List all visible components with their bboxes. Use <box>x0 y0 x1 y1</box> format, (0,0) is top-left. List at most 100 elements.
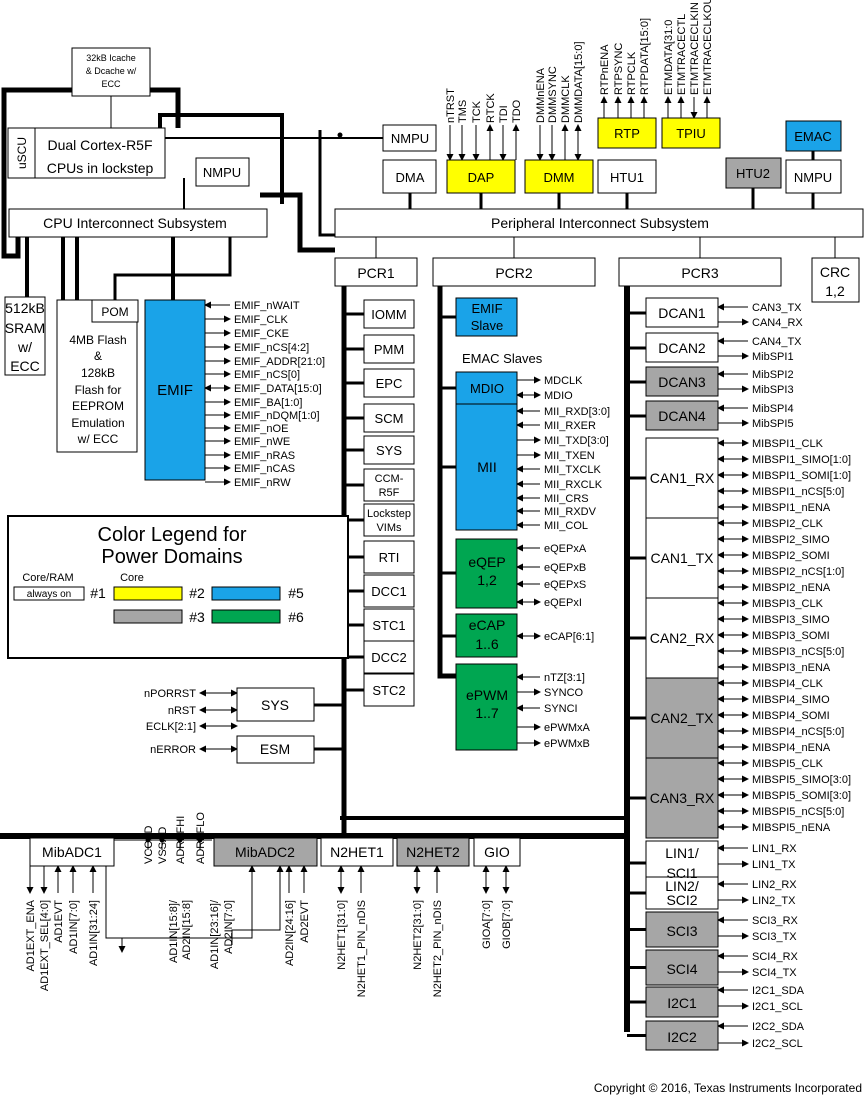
cpu-interconnect-box <box>8 208 268 238</box>
label-i2c1: I2C1 <box>667 995 697 1011</box>
eqep-box <box>455 538 518 609</box>
mibspi-box <box>645 517 719 599</box>
label-nporrst: nPORRST <box>144 688 196 700</box>
label-emif-nwait: EMIF_nWAIT <box>234 300 300 312</box>
label-mibspi1-simo-1-0: MIBSPI1_SIMO[1:0] <box>752 454 851 466</box>
label-emif-nwe: EMIF_nWE <box>234 436 290 448</box>
bus-periph <box>260 192 335 253</box>
label-adreflo: ADREFLO <box>195 812 207 864</box>
label-vccad: VCCAD <box>143 825 155 864</box>
label-512kb: 512kB <box>5 300 45 316</box>
label-ad2in-7-0: AD2IN[7:0] <box>223 900 235 954</box>
label-esm: ESM <box>260 741 290 757</box>
label-sys: SYS <box>376 443 402 458</box>
label-iomm: IOMM <box>371 307 406 322</box>
label-mibspi4: MibSPI4 <box>752 403 794 415</box>
label-mibspi3-nena: MIBSPI3_nENA <box>752 662 831 674</box>
label-dcan2: DCAN2 <box>658 340 706 356</box>
label-dmmdata-15-0: DMMDATA[15:0] <box>573 42 585 124</box>
label-can1-rx: CAN1_RX <box>650 470 715 486</box>
pcr1-item-box <box>363 403 415 433</box>
label-emif-noe: EMIF_nOE <box>234 423 288 435</box>
pcr2-box <box>432 257 596 287</box>
label-nmpu: NMPU <box>391 131 429 146</box>
label-ecap-6-1: eCAP[6:1] <box>544 631 594 643</box>
nmpu-dma-box <box>382 124 437 152</box>
label-mdio: MDIO <box>470 381 504 396</box>
label-dap: DAP <box>468 170 495 185</box>
label-mibspi1-nena: MIBSPI1_nENA <box>752 502 831 514</box>
label-emif-data-15-0: EMIF_DATA[15:0] <box>234 383 322 395</box>
label-core: Core <box>120 572 144 584</box>
ad-shared <box>122 865 256 939</box>
label-item: & <box>94 349 102 363</box>
label-tpiu: TPIU <box>676 126 706 141</box>
label-128kb: 128kB <box>81 366 115 380</box>
label-ntz-3-1: nTZ[3:1] <box>544 672 585 684</box>
label-dcan3: DCAN3 <box>658 374 706 390</box>
label-mibspi4-clk: MIBSPI4_CLK <box>752 678 824 690</box>
label-sci3-tx: SCI3_TX <box>752 931 797 943</box>
label-nerror: nERROR <box>150 744 196 756</box>
label-can1-tx: CAN1_TX <box>650 550 714 566</box>
label-emif-ncs-4-2: EMIF_nCS[4:2] <box>234 342 309 354</box>
label-pcr2: PCR2 <box>495 265 533 281</box>
label-dmmsync: DMMSYNC <box>547 66 559 123</box>
label-dma: DMA <box>396 170 425 185</box>
pcr2-bus <box>437 286 456 679</box>
label-mibspi2-nena: MIBSPI2_nENA <box>752 582 831 594</box>
label-ad1ext-sel-4-0: AD1EXT_SEL[4:0] <box>39 900 51 991</box>
emif-slave-box <box>455 297 518 337</box>
label-vssad: VSSAD <box>157 827 169 864</box>
label-emif: EMIF <box>471 301 502 316</box>
label-emac-slaves: EMAC Slaves <box>462 351 543 366</box>
label-etmtraceclkout: ETMTRACECLKOUT <box>702 0 714 95</box>
label-eeprom: EEPROM <box>72 399 124 413</box>
label-mibspi5: MibSPI5 <box>752 418 794 430</box>
pcr1-item-box <box>363 368 415 398</box>
mibspi-box <box>645 757 719 839</box>
pcr1-box <box>334 257 418 287</box>
label-emulation: Emulation <box>71 416 124 430</box>
label-gioa-7-0: GIOA[7:0] <box>481 900 493 949</box>
label-ntrst: nTRST <box>445 88 457 123</box>
label-tck: TCK <box>471 100 483 123</box>
label-ad2in-15-8: AD2IN[15:8] <box>181 900 193 960</box>
label-dcc2: DCC2 <box>371 650 406 665</box>
bus-junction <box>337 132 343 138</box>
legend-green-box <box>211 609 281 624</box>
label-mibspi3: MibSPI3 <box>752 384 794 396</box>
label-5: #5 <box>288 585 304 601</box>
serial-module-box <box>645 876 719 910</box>
label-lin1: LIN1/ <box>665 845 699 861</box>
label-rtp: RTP <box>614 126 640 141</box>
label-flash-for: Flash for <box>75 383 122 397</box>
dma-box <box>382 159 437 194</box>
label-sci1: SCI1 <box>666 865 697 881</box>
label-synci: SYNCI <box>544 703 578 715</box>
label-ad1in-23-16: AD1IN[23:16]/ <box>209 899 221 969</box>
label-mii-txd-3-0: MII_TXD[3:0] <box>544 435 609 447</box>
label-ad2in-24-16: AD2IN[24:16] <box>284 900 296 966</box>
label-1-2: 1,2 <box>477 572 497 588</box>
label-r5f: R5F <box>379 487 400 499</box>
label-stc1: STC1 <box>372 618 405 633</box>
pcr1-item-box <box>363 673 415 707</box>
label-mibspi4-somi: MIBSPI4_SOMI <box>752 710 830 722</box>
label-mibspi1-clk: MIBSPI1_CLK <box>752 438 824 450</box>
epwm-box <box>455 663 518 751</box>
label-pom: POM <box>101 305 128 319</box>
label-lin1-tx: LIN1_TX <box>752 859 796 871</box>
label-adrefhi: ADREFHI <box>175 816 187 864</box>
label-can4-tx: CAN4_TX <box>752 336 802 348</box>
sys-bottom-box <box>236 687 315 722</box>
label-lin2: LIN2/ <box>665 878 699 894</box>
uscu-box <box>7 127 36 179</box>
legend-yellow-box <box>113 586 183 601</box>
label-emif-ncs-0: EMIF_nCS[0] <box>234 369 300 381</box>
label-sys: SYS <box>261 697 289 713</box>
label-scm: SCM <box>375 411 404 426</box>
label-emif-nrw: EMIF_nRW <box>234 477 291 489</box>
